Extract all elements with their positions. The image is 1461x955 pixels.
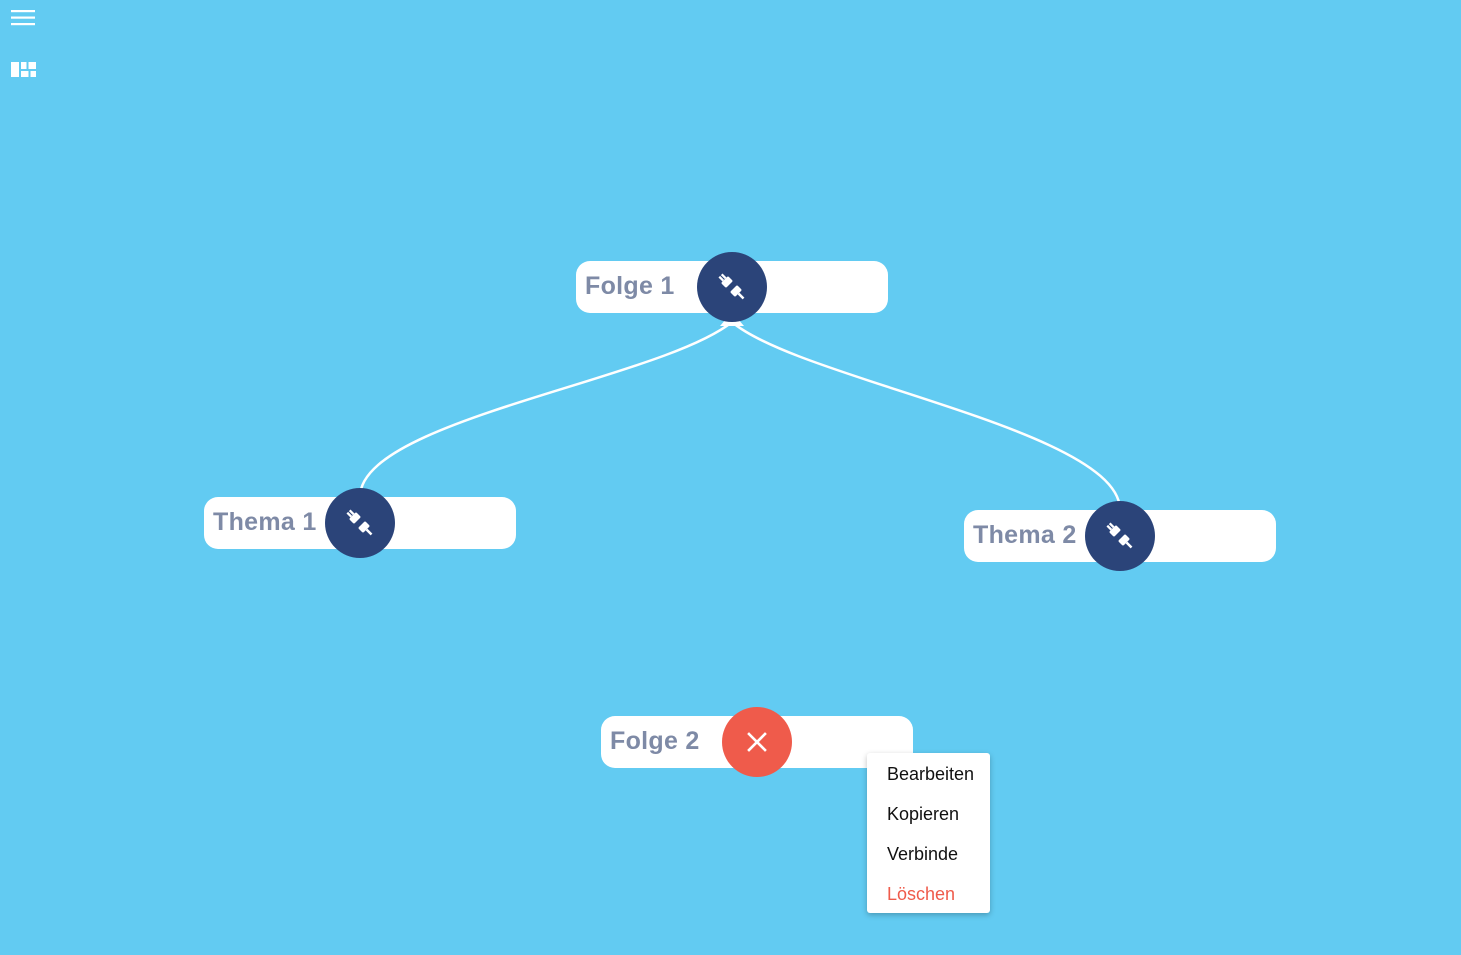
node-thema-1[interactable]: Thema 1	[204, 488, 516, 558]
close-icon[interactable]	[722, 707, 792, 777]
dashboard-layout-icon[interactable]	[10, 58, 38, 82]
menu-item-verbinde[interactable]: Verbinde	[887, 844, 959, 864]
node-folge-2[interactable]: Folge 2	[601, 707, 913, 777]
node-folge-1[interactable]: Folge 1	[576, 252, 888, 322]
menu-item-bearbeiten[interactable]: Bearbeiten	[887, 764, 975, 784]
node-label: Thema 2	[973, 521, 1077, 549]
menu-item-kopieren[interactable]: Kopieren	[887, 804, 960, 824]
edge-thema-1-to-folge-1	[358, 321, 733, 498]
plug-disconnect-icon[interactable]	[697, 252, 767, 322]
node-thema-2[interactable]: Thema 2	[964, 501, 1276, 571]
edge-thema-2-to-folge-1	[731, 321, 1122, 511]
plug-disconnect-icon[interactable]	[325, 488, 395, 558]
menu-item-loeschen[interactable]: Löschen	[887, 884, 956, 904]
hamburger-menu-icon[interactable]	[10, 6, 38, 30]
node-label: Folge 1	[585, 272, 675, 300]
node-label: Folge 2	[610, 727, 700, 755]
node-context-menu: Bearbeiten Kopieren Verbinde Löschen	[867, 753, 990, 913]
plug-disconnect-icon[interactable]	[1085, 501, 1155, 571]
node-label: Thema 1	[213, 508, 317, 536]
